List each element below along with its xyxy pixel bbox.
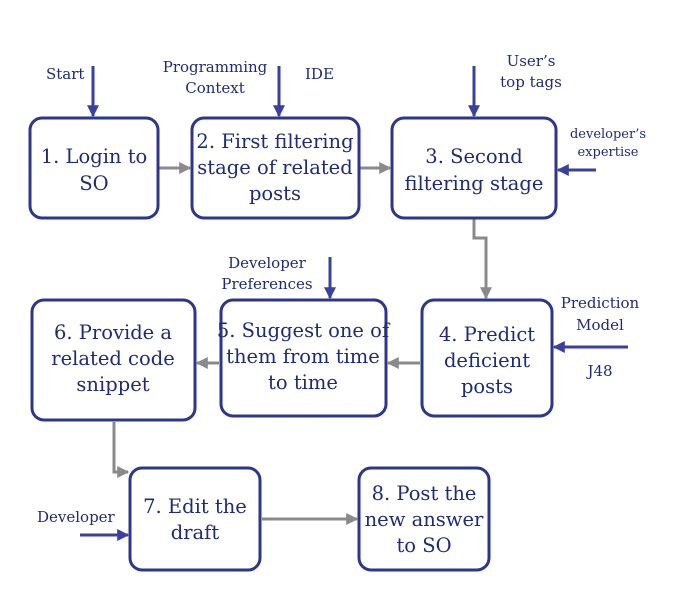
step-8-box: 8. Post the new answer to SO	[357, 466, 491, 572]
programming-context-label-2: Context	[185, 79, 245, 97]
developers-expertise-label-1: developer’s	[570, 127, 646, 142]
step-5-line-3: to time	[268, 371, 338, 394]
step-8-line-1: 8. Post the	[372, 482, 477, 505]
step-3-box: 3. Second filtering stage	[390, 116, 558, 220]
users-top-tags-label-2: top tags	[500, 73, 562, 91]
step-2-line-3: posts	[249, 182, 301, 205]
step-7-box: 7. Edit the draft	[128, 466, 262, 572]
step-7-line-1: 7. Edit the	[143, 495, 247, 518]
step-7-line-2: draft	[171, 521, 220, 544]
step-1-line-2: SO	[79, 172, 108, 195]
step-8-line-2: new answer	[365, 508, 484, 531]
step-6-box: 6. Provide a related code snippet	[30, 298, 197, 422]
step-8-line-3: to SO	[396, 534, 451, 557]
arrow-3-to-4	[472, 219, 492, 300]
step-2-box: 2. First filtering stage of related post…	[190, 116, 361, 220]
step-1-line-1: 1. Login to	[41, 145, 148, 168]
start-label: Start	[46, 65, 84, 83]
step-4-line-2: deficient	[444, 349, 530, 372]
step-2-line-2: stage of related	[197, 156, 352, 179]
arrow-6-to-7	[112, 422, 130, 478]
step-6-line-1: 6. Provide a	[54, 321, 172, 344]
step-4-line-3: posts	[461, 375, 513, 398]
prediction-model-label-1: Prediction	[561, 294, 640, 312]
step-3-line-2: filtering stage	[405, 172, 544, 195]
step-5-line-1: 5. Suggest one of	[217, 319, 391, 342]
step-4-box: 4. Predict deficient posts	[420, 298, 554, 418]
developers-expertise-label-2: expertise	[577, 145, 638, 160]
users-top-tags-label-1: User’s	[507, 52, 556, 70]
j48-label: J48	[585, 362, 612, 380]
developer-preferences-label-1: Developer	[228, 254, 307, 272]
step-5-line-2: them from time	[226, 345, 380, 368]
developer-label: Developer	[37, 508, 116, 526]
step-6-line-2: related code	[51, 347, 174, 370]
step-4-line-1: 4. Predict	[439, 323, 535, 346]
step-1-box: 1. Login to SO	[28, 116, 160, 220]
step-3-line-1: 3. Second	[425, 145, 522, 168]
developer-preferences-label-2: Preferences	[221, 275, 312, 293]
ide-label: IDE	[305, 65, 334, 83]
step-2-line-1: 2. First filtering	[196, 130, 353, 153]
programming-context-label-1: Programming	[163, 58, 268, 76]
step-6-line-3: snippet	[76, 373, 149, 396]
step-5-box: 5. Suggest one of them from time to time	[217, 298, 391, 418]
prediction-model-label-2: Model	[576, 316, 624, 334]
